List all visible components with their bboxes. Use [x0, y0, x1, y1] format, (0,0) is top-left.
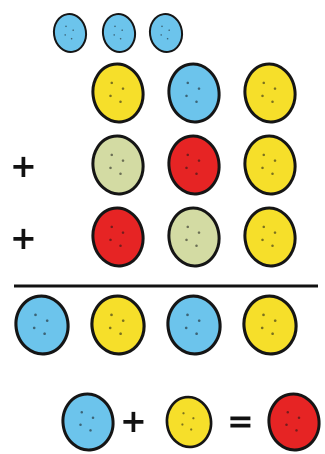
addend-rows: [91, 62, 297, 268]
addend-egg: [91, 62, 145, 124]
sum-egg: [242, 294, 298, 356]
rule-plus-sign: +: [120, 402, 147, 440]
rule-right-egg: [165, 395, 213, 449]
addend-egg: [167, 134, 221, 196]
rule-left-egg: [61, 392, 115, 452]
color-rule: [61, 392, 321, 452]
plus-sign-row-2: +: [10, 147, 37, 185]
sum-row: [14, 294, 298, 356]
carry-dot: [52, 13, 88, 53]
addend-egg: [91, 206, 145, 268]
addend-egg: [167, 206, 221, 268]
addend-egg: [243, 206, 297, 268]
rule-equals-sign: =: [227, 402, 254, 440]
sum-egg: [90, 294, 146, 356]
rule-result-egg: [267, 392, 321, 452]
addend-egg: [167, 62, 221, 124]
sum-egg: [14, 294, 70, 356]
carry-dot: [101, 13, 137, 53]
addend-egg: [243, 134, 297, 196]
addend-egg: [91, 134, 145, 196]
addend-egg: [243, 62, 297, 124]
carry-dot: [148, 13, 184, 53]
plus-sign-row-3: +: [10, 219, 37, 257]
sum-egg: [166, 294, 222, 356]
carry-dots: [52, 13, 184, 53]
